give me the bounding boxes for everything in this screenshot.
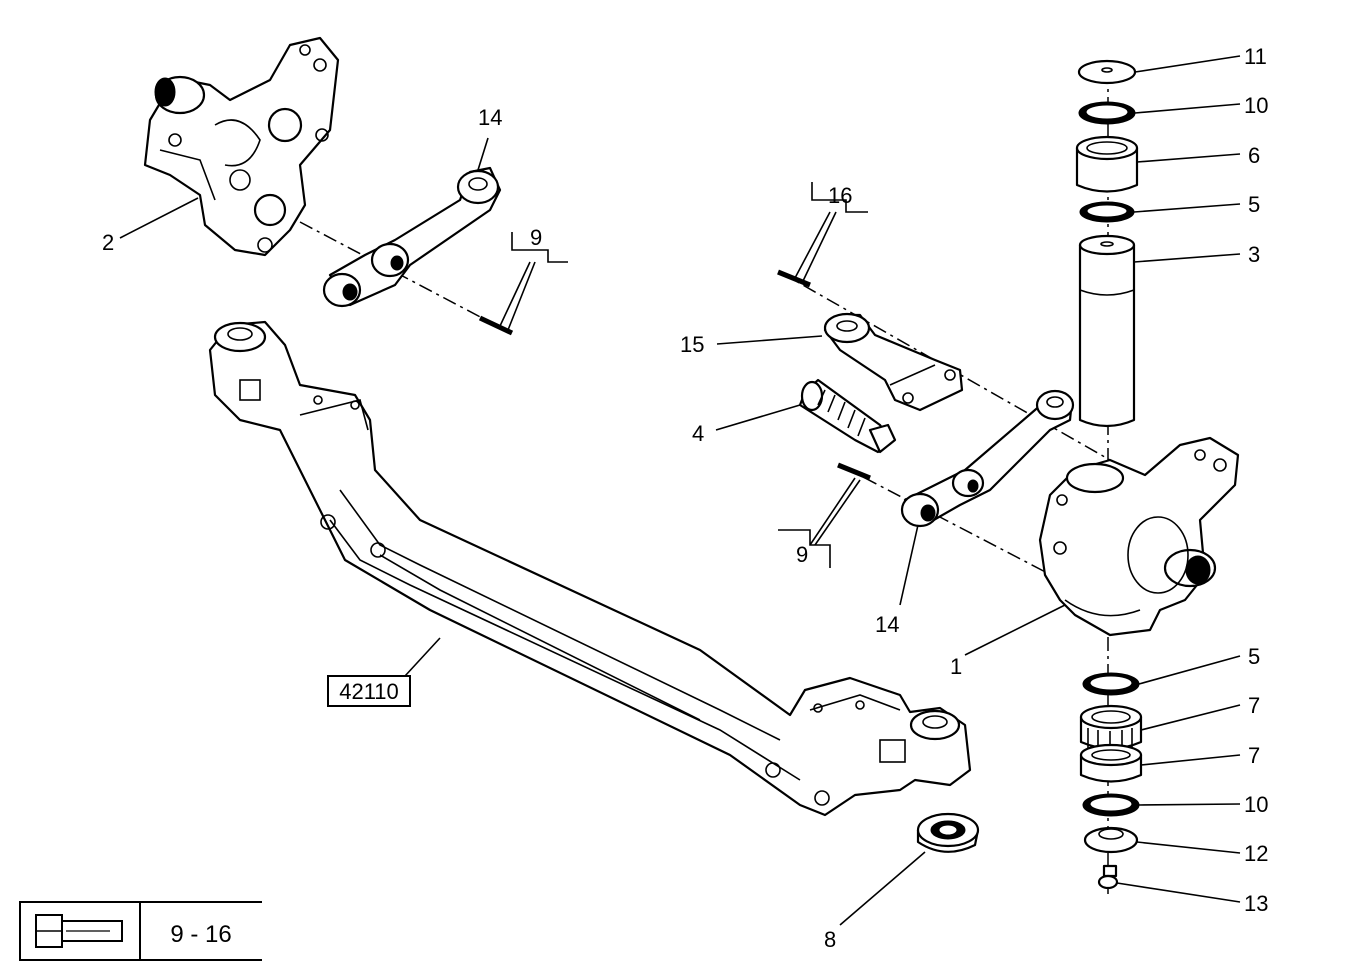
callout-6: 6	[1248, 143, 1260, 168]
callout-14-upper: 14	[478, 105, 502, 130]
callout-14-lower: 14	[875, 612, 899, 637]
right-steering-knuckle	[1038, 436, 1240, 637]
axle-beam	[208, 320, 972, 817]
callout-10-upper: 10	[1244, 93, 1268, 118]
legend-range: 9 - 16	[170, 921, 231, 948]
group-reference-box: 42110	[327, 675, 411, 707]
callout-1: 1	[950, 654, 962, 679]
drag-link-arm	[823, 312, 964, 412]
callout-15: 15	[680, 332, 704, 357]
callout-16: 16	[828, 183, 852, 208]
bolt-icon	[35, 914, 123, 948]
callout-5-lower: 5	[1248, 644, 1260, 669]
callout-5-upper: 5	[1248, 192, 1260, 217]
pin-16	[777, 269, 811, 288]
callout-13: 13	[1244, 891, 1268, 916]
bushing	[916, 812, 980, 853]
right-steering-arm	[900, 389, 1075, 528]
left-pin	[478, 315, 514, 336]
threaded-pin	[798, 378, 897, 454]
callout-7-lower: 7	[1248, 743, 1260, 768]
left-steering-knuckle	[143, 36, 340, 257]
right-pin	[837, 462, 871, 481]
leader-lines	[119, 55, 1241, 926]
lower-kingpin-stack	[1079, 672, 1143, 890]
callout-9-lower: 9	[796, 542, 808, 567]
left-steering-arm	[322, 166, 502, 308]
callout-8: 8	[824, 927, 836, 952]
callout-4: 4	[692, 421, 704, 446]
callout-10-lower: 10	[1244, 792, 1268, 817]
callout-2: 2	[102, 230, 114, 255]
callout-11: 11	[1244, 44, 1267, 69]
legend-box: 9 - 16	[19, 901, 262, 961]
callout-3: 3	[1248, 242, 1260, 267]
callout-9-upper: 9	[530, 225, 542, 250]
callout-12: 12	[1244, 841, 1268, 866]
upper-kingpin-stack	[1075, 59, 1139, 428]
callout-labels: 2 14 9 16 15 4 9 14 1 8 11 10 6 5 3 5 7 …	[102, 44, 1268, 952]
callout-7-upper: 7	[1248, 693, 1260, 718]
group-reference-label: 42110	[339, 679, 399, 704]
